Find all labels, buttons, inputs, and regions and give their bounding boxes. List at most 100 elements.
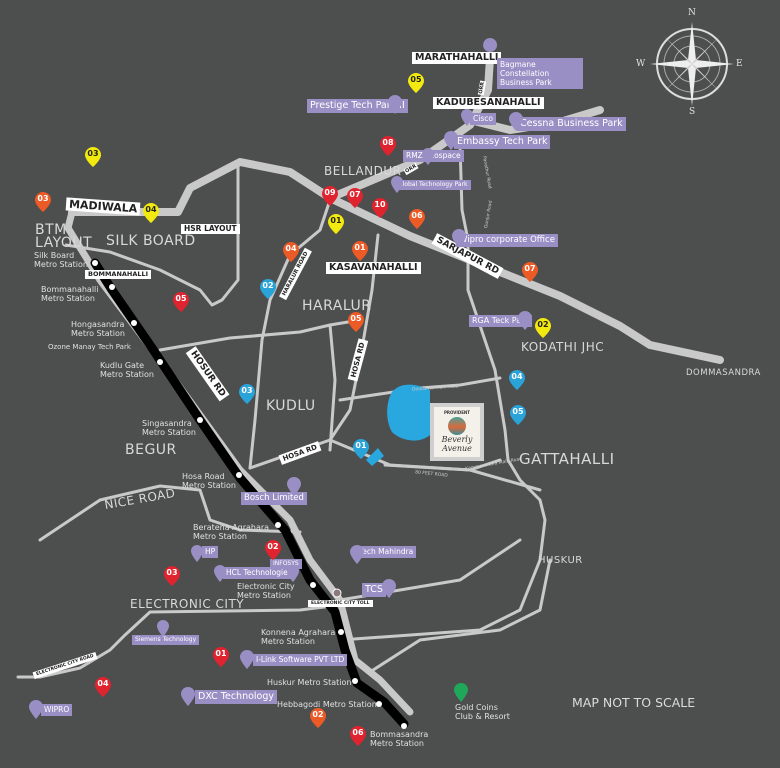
compass-east: E [736, 59, 743, 69]
poi-cessna[interactable]: Cessna Business Park [517, 117, 626, 131]
map-pin-yellow-04[interactable]: 04 [143, 203, 159, 223]
poi-rmz-ecospace[interactable]: RMZ Ecospace [403, 150, 464, 162]
metro-station-hebbagodi[interactable]: Hebbagodi Metro Station [277, 700, 377, 709]
map-pin-blue-05[interactable]: 05 [510, 405, 526, 425]
label-hsr-layout: HSR LAYOUT [181, 224, 240, 234]
poi-infosys[interactable]: INFOSYS [270, 559, 302, 569]
poi-bagmane[interactable]: Bagmane Constellation Business Park [497, 58, 583, 89]
map-pin-yellow-02[interactable]: 02 [535, 318, 551, 338]
project-name-2: Avenue [442, 444, 472, 453]
poi-wipro-corporate[interactable]: Wipro corporate Office [456, 234, 558, 247]
map-pin-blue-04[interactable]: 04 [509, 370, 525, 390]
outer-ring-road [68, 158, 724, 364]
map-pin-red-10[interactable]: 10 [372, 198, 388, 218]
silkboard-connector [64, 160, 240, 307]
project-logo-icon [448, 417, 466, 435]
compass-west: W [636, 59, 646, 69]
map-pin-red-07[interactable]: 07 [347, 188, 363, 208]
map-pin-icon [372, 198, 388, 218]
map-pin-number: 05 [410, 75, 422, 84]
area-btm-2: LAYOUT [35, 235, 93, 251]
map-pin-yellow-03[interactable]: 03 [85, 147, 101, 167]
poi-cisco[interactable]: Cisco [470, 113, 496, 125]
map-pin-number: 06 [352, 728, 364, 737]
huskur-road [368, 558, 552, 674]
area-begur: BEGUR [125, 442, 177, 458]
map-pin-number: 02 [537, 320, 549, 329]
map-pin-red-08[interactable]: 08 [380, 136, 396, 156]
map-pin-icon [348, 312, 364, 332]
hosur-road [64, 208, 414, 716]
metro-line [90, 258, 409, 729]
poi-global-tech-park[interactable]: Global Technology Park [395, 180, 471, 190]
map-pin-number: 01 [330, 216, 342, 225]
map-pin-orange-01[interactable]: 01 [352, 241, 368, 261]
map-pin-blue-02[interactable]: 02 [260, 279, 276, 299]
map-pin-icon [173, 292, 189, 312]
map-pin-red-06[interactable]: 06 [350, 726, 366, 746]
poi-prestige-tech-park[interactable]: Prestige Tech Park II [307, 99, 408, 113]
map-pin-icon [380, 136, 396, 156]
map-pin-icon [85, 147, 101, 167]
haralur-road [248, 198, 332, 470]
poi-wipro[interactable]: WIPRO [41, 704, 73, 716]
map-pin-icon [265, 540, 281, 560]
toll-marker [332, 588, 342, 598]
map-pin-red-03[interactable]: 03 [164, 566, 180, 586]
map-pin-icon [213, 647, 229, 667]
map-pin-orange-04[interactable]: 04 [283, 242, 299, 262]
map-pin-blue-01[interactable]: 01 [353, 439, 369, 459]
map-pin-number: 04 [145, 205, 157, 214]
project-marker[interactable]: PROVIDENT Beverly Avenue [430, 403, 484, 461]
map-pin-red-05[interactable]: 05 [173, 292, 189, 312]
poi-siemens[interactable]: Siemens Technology [132, 635, 200, 645]
map-pin-icon [522, 262, 538, 282]
map-pin-icon [535, 318, 551, 338]
map-pin-number: 06 [411, 211, 423, 220]
map-pin-orange-05[interactable]: 05 [348, 312, 364, 332]
poi-dxc[interactable]: DXC Technology [195, 690, 277, 704]
map-pin-blue-03[interactable]: 03 [239, 384, 255, 404]
map-pin-icon [35, 192, 51, 212]
map-pin-yellow-05[interactable]: 05 [408, 73, 424, 93]
poi-embassy[interactable]: Embassy Tech Park [454, 135, 551, 149]
poi-bosch[interactable]: Bosch Limited [241, 492, 307, 505]
map-pin-red-09[interactable]: 09 [322, 186, 338, 206]
poi-i-link[interactable]: I-Link Software PVT LTD [253, 654, 348, 666]
map-pin-yellow-01[interactable]: 01 [328, 214, 344, 234]
poi-tcs[interactable]: TCS [362, 583, 386, 597]
map-pin-icon [350, 726, 366, 746]
map-pin-number: 04 [97, 679, 109, 688]
map-pin-orange-06[interactable]: 06 [409, 209, 425, 229]
compass-rose: N S E W [636, 8, 748, 120]
map-pin-red-04[interactable]: 04 [95, 677, 111, 697]
map-pin-orange-02[interactable]: 02 [310, 708, 326, 728]
map-pin-icon [328, 214, 344, 234]
label-kasavanahalli: KASAVANAHALLI [326, 262, 421, 274]
poi-tech-mahindra[interactable]: Tech Mahindra [356, 546, 417, 558]
map-pin-red-02[interactable]: 02 [265, 540, 281, 560]
area-kudlu: KUDLU [266, 398, 316, 414]
map-not-to-scale: MAP NOT TO SCALE [572, 695, 696, 710]
label-kadubesanahalli: KADUBESANAHALLI [433, 97, 544, 109]
metro-station-huskur[interactable]: Huskur Metro Station [267, 678, 352, 687]
poi-hp[interactable]: HP [202, 546, 219, 558]
poi-rga-teck-park[interactable]: RGA Teck Park [469, 315, 533, 327]
poi-hcl[interactable]: HCL Technologies [223, 567, 295, 579]
map-pin-orange-03[interactable]: 03 [35, 192, 51, 212]
map-pin-icon [283, 242, 299, 262]
map-pin-red-01[interactable]: 01 [213, 647, 229, 667]
map-pin-orange-07[interactable]: 07 [522, 262, 538, 282]
area-haralur: HARALUR [302, 298, 372, 314]
map-pin-number: 03 [166, 568, 178, 577]
